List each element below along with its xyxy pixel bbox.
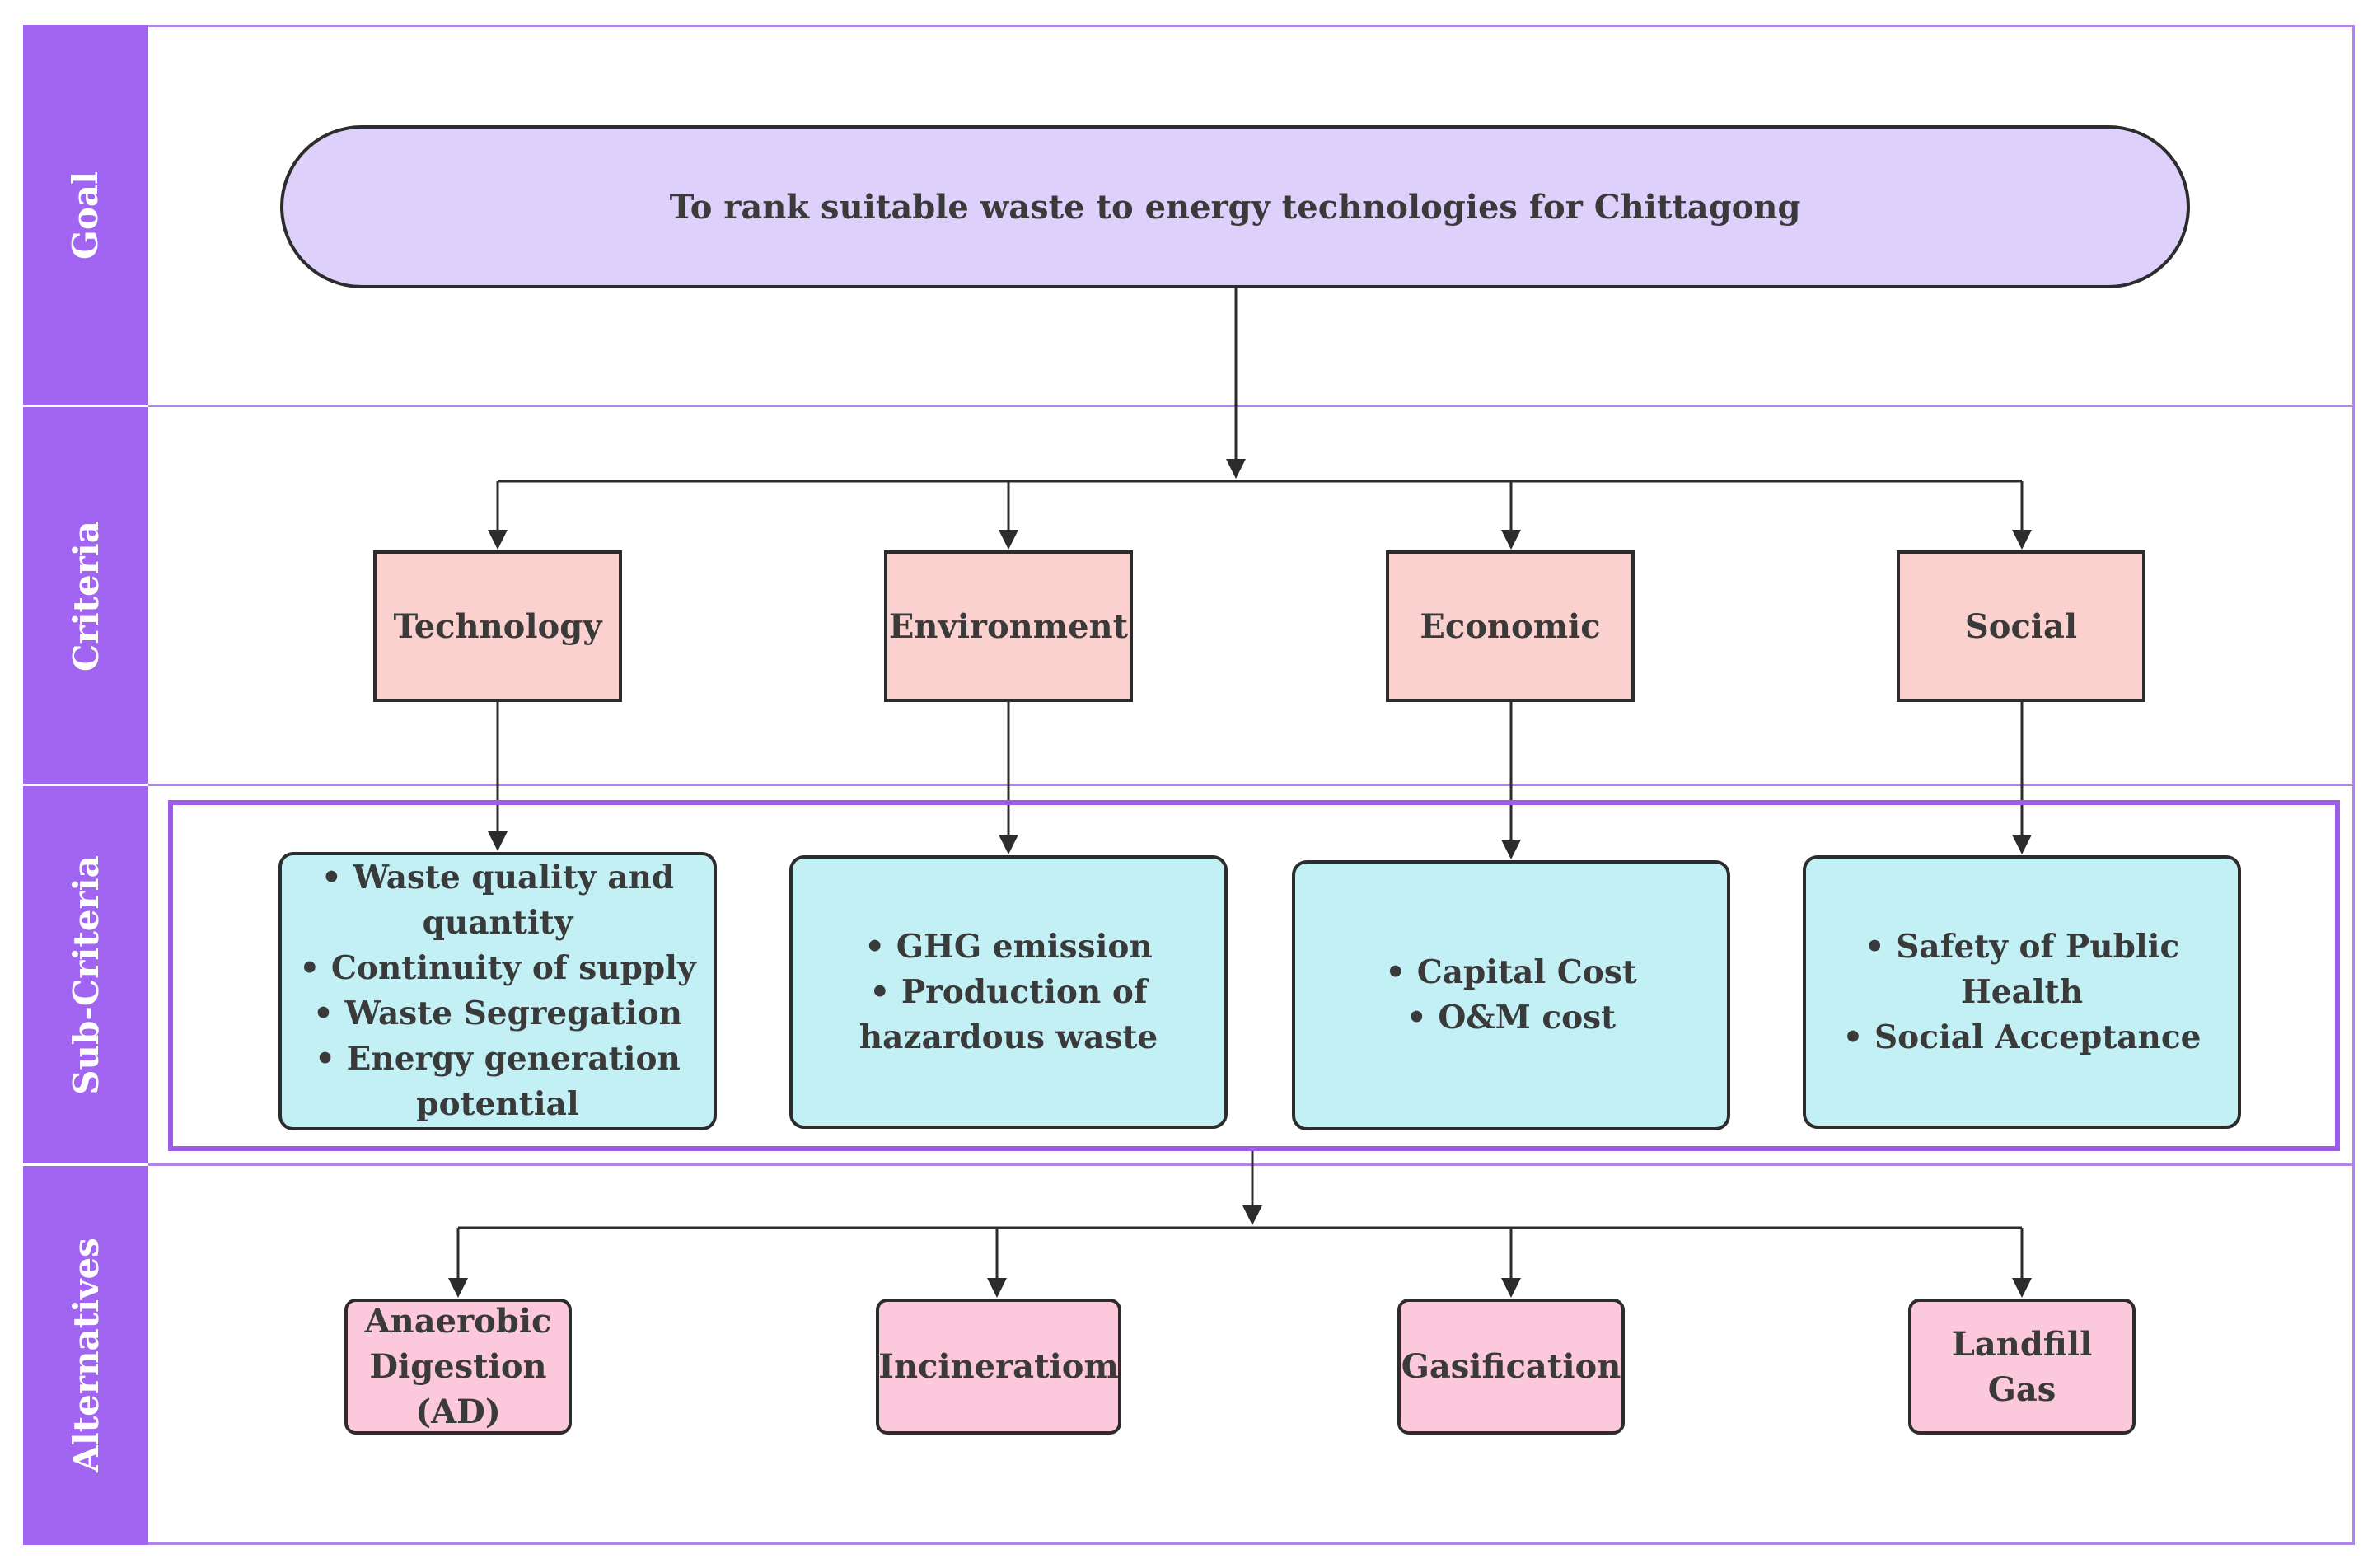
lane-label-alternatives: Alternatives bbox=[23, 1165, 148, 1545]
subcriteria-line: • Continuity of supply bbox=[299, 949, 696, 987]
criteria-label: Social bbox=[1964, 606, 2078, 646]
subcriteria-line: • Waste quality and bbox=[321, 859, 675, 896]
lane-label-criteria: Criteria bbox=[23, 406, 148, 785]
subcriteria-line: • Capital Cost bbox=[1385, 953, 1637, 991]
subcriteria-line: quantity bbox=[422, 904, 573, 942]
alternative-line: Incineratiom bbox=[878, 1347, 1119, 1386]
subcriteria-line: • O&M cost bbox=[1406, 999, 1617, 1037]
subcriteria-line: • Waste Segregation bbox=[313, 995, 682, 1032]
subcriteria-line: • Energy generation bbox=[315, 1040, 681, 1078]
lane-divider bbox=[23, 784, 2355, 786]
subcriteria-node-social: • Safety of Public Health • Social Accep… bbox=[1803, 855, 2241, 1129]
criteria-node-technology: Technology bbox=[373, 550, 622, 702]
lane-label-goal: Goal bbox=[23, 25, 148, 406]
alternative-line: Gas bbox=[1987, 1369, 2056, 1409]
alternative-node-landfill-gas: Landfill Gas bbox=[1908, 1299, 2136, 1435]
subcriteria-line: Health bbox=[1960, 972, 2084, 1011]
subcriteria-line: • Production of bbox=[869, 972, 1148, 1011]
criteria-label: Technology bbox=[393, 606, 602, 646]
alternative-node-incineration: Incineratiom bbox=[876, 1299, 1121, 1435]
alternative-line: Gasification bbox=[1401, 1347, 1621, 1386]
lane-label-divider bbox=[23, 784, 148, 786]
goal-text: To rank suitable waste to energy technol… bbox=[669, 187, 1801, 227]
subcriteria-node-technology: • Waste quality and quantity • Continuit… bbox=[278, 852, 717, 1130]
criteria-node-social: Social bbox=[1897, 550, 2145, 702]
subcriteria-line: potential bbox=[416, 1085, 579, 1123]
alternative-node-anaerobic-digestion: Anaerobic Digestion (AD) bbox=[344, 1299, 572, 1435]
subcriteria-line: • Social Acceptance bbox=[1842, 1018, 2202, 1056]
criteria-node-economic: Economic bbox=[1386, 550, 1635, 702]
subcriteria-group-frame bbox=[168, 800, 2340, 1151]
lane-label-divider bbox=[23, 405, 148, 407]
lane-label-subcriteria: Sub-Criteria bbox=[23, 785, 148, 1165]
lane-label-divider bbox=[23, 1163, 148, 1166]
subcriteria-node-economic: • Capital Cost • O&M cost bbox=[1292, 860, 1730, 1130]
criteria-label: Environment bbox=[888, 606, 1129, 646]
alternative-line: Digestion bbox=[369, 1347, 547, 1386]
lane-divider bbox=[23, 405, 2355, 407]
lane-divider bbox=[23, 1163, 2355, 1166]
alternative-line: Landfill bbox=[1951, 1324, 2093, 1364]
criteria-label: Economic bbox=[1420, 606, 1601, 646]
goal-node: To rank suitable waste to energy technol… bbox=[280, 125, 2190, 288]
subcriteria-line: • GHG emission bbox=[864, 927, 1153, 966]
alternative-line: (AD) bbox=[415, 1392, 501, 1431]
subcriteria-line: • Safety of Public bbox=[1864, 927, 2180, 966]
criteria-node-environment: Environment bbox=[884, 550, 1133, 702]
alternative-node-gasification: Gasification bbox=[1397, 1299, 1625, 1435]
subcriteria-node-environment: • GHG emission • Production of hazardous… bbox=[789, 855, 1228, 1129]
alternative-line: Anaerobic bbox=[364, 1302, 552, 1341]
subcriteria-line: hazardous waste bbox=[859, 1018, 1158, 1056]
